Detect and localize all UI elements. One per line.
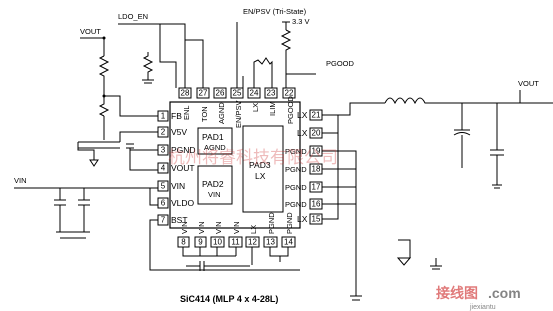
watermark-site-cn: 接线图 bbox=[436, 285, 478, 301]
pin-label-3: PGND bbox=[171, 145, 196, 155]
pin-label-8: VIN bbox=[180, 221, 189, 234]
pin-label-21: LX bbox=[297, 110, 308, 120]
pin-num-5: 5 bbox=[161, 182, 166, 191]
pin-label-15: LX bbox=[297, 214, 308, 224]
pin-label-16: PGND bbox=[285, 200, 307, 209]
pin-label-11: VIN bbox=[232, 221, 241, 234]
pin-num-13: 13 bbox=[266, 238, 275, 247]
pin-num-14: 14 bbox=[284, 238, 293, 247]
net-3v3: 3.3 V bbox=[292, 17, 310, 26]
pad1-box bbox=[197, 127, 233, 155]
pin-num-26: 26 bbox=[216, 89, 225, 98]
pin-num-3: 3 bbox=[161, 146, 166, 155]
pin-num-4: 4 bbox=[161, 164, 166, 173]
pin-label-2: V5V bbox=[171, 127, 187, 137]
pin-label-6: VLDO bbox=[171, 198, 195, 208]
pin-box-23 bbox=[264, 87, 278, 99]
pin-label-28: ENL bbox=[182, 105, 191, 120]
left-pin-group: 1 FB 2 V5V 3 PGND 4 VOUT 5 VIN 6 VLDO 7 … bbox=[157, 110, 196, 226]
pin-label-5: VIN bbox=[171, 181, 185, 191]
wiring bbox=[14, 21, 553, 301]
pin-num-9: 9 bbox=[198, 238, 203, 247]
pin-label-13: PGND bbox=[267, 212, 276, 234]
ic-body bbox=[169, 101, 301, 229]
pad3-name: PAD3 bbox=[249, 160, 271, 170]
pin-num-27: 27 bbox=[199, 89, 208, 98]
pin-label-9: VIN bbox=[197, 221, 206, 234]
top-pin-group: 28 ENL 27 TON 26 AGND 25 EN/PSV 24 LX 23… bbox=[178, 87, 296, 128]
pin-label-1: FB bbox=[171, 111, 182, 121]
pin-label-12: LX bbox=[249, 225, 258, 234]
pin-box-6 bbox=[157, 197, 169, 209]
pin-label-26: AGND bbox=[217, 102, 226, 124]
chip-caption: SiC414 (MLP 4 x 4-28L) bbox=[180, 294, 278, 304]
pin-label-4: VOUT bbox=[171, 163, 195, 173]
pin-num-15: 15 bbox=[312, 215, 321, 224]
right-pin-group: 21 LX 20 LX 19 PGND 18 PGND 17 PGND 16 P… bbox=[285, 109, 323, 225]
pin-num-20: 20 bbox=[312, 129, 321, 138]
pad1-name: PAD1 bbox=[202, 132, 224, 142]
pad3-box bbox=[242, 125, 284, 213]
pin-label-17: PGND bbox=[285, 183, 307, 192]
pad2-name: PAD2 bbox=[202, 179, 224, 189]
pin-num-16: 16 bbox=[312, 200, 321, 209]
pin-num-24: 24 bbox=[250, 89, 259, 98]
pin-box-22 bbox=[282, 87, 296, 99]
watermark-site-com: .com bbox=[488, 285, 521, 301]
pin-num-1: 1 bbox=[161, 112, 166, 121]
watermark: 杭州将睿科技有限公司 接线图 .com jiexiantu bbox=[168, 148, 521, 311]
pin-num-22: 22 bbox=[285, 89, 294, 98]
pin-label-24: LX bbox=[251, 103, 260, 112]
pin-box-4 bbox=[157, 162, 169, 174]
pin-label-23: ILIM bbox=[268, 101, 277, 116]
pad3-sub: LX bbox=[255, 171, 266, 181]
watermark-site-pinyin: jiexiantu bbox=[469, 304, 496, 311]
pin-label-22: PGOOD bbox=[286, 95, 295, 124]
pin-num-7: 7 bbox=[161, 216, 166, 225]
net-en-psv: EN/PSV (Tri-State) bbox=[243, 7, 307, 16]
pin-label-27: TON bbox=[200, 106, 209, 122]
pad2-box bbox=[197, 165, 233, 205]
pin-num-28: 28 bbox=[181, 89, 190, 98]
net-vout-right: VOUT bbox=[518, 79, 539, 88]
pin-num-23: 23 bbox=[267, 89, 276, 98]
net-vout: VOUT bbox=[80, 27, 101, 36]
pin-num-6: 6 bbox=[161, 199, 166, 208]
pin-num-12: 12 bbox=[248, 238, 257, 247]
net-pgood: PGOOD bbox=[326, 59, 355, 68]
pad2-sub: VIN bbox=[208, 190, 221, 199]
pin-num-10: 10 bbox=[213, 238, 222, 247]
pin-num-17: 17 bbox=[312, 183, 321, 192]
pin-label-25: EN/PSV bbox=[234, 100, 243, 128]
pin-label-18: PGND bbox=[285, 165, 307, 174]
pin-num-18: 18 bbox=[312, 165, 321, 174]
net-vin: VIN bbox=[14, 176, 27, 185]
pin-num-8: 8 bbox=[181, 238, 186, 247]
pin-label-20: LX bbox=[297, 128, 308, 138]
pad1-sub: AGND bbox=[204, 143, 226, 152]
net-ldo-en: LDO_EN bbox=[118, 12, 148, 21]
pin-box-5 bbox=[157, 180, 169, 192]
pin-num-19: 19 bbox=[312, 147, 321, 156]
pin-num-2: 2 bbox=[161, 128, 166, 137]
pin-num-11: 11 bbox=[231, 238, 240, 247]
watermark-company: 杭州将睿科技有限公司 bbox=[168, 148, 338, 167]
pin-label-14: PGND bbox=[285, 212, 294, 234]
pin-num-21: 21 bbox=[312, 111, 321, 120]
pin-label-19: PGND bbox=[285, 147, 307, 156]
pin-box-26 bbox=[213, 87, 227, 99]
pin-num-25: 25 bbox=[233, 89, 242, 98]
pin-label-7: BST bbox=[171, 215, 188, 225]
bottom-pin-group: 8 VIN 9 VIN 10 VIN 11 VIN 12 LX 13 PGND … bbox=[177, 212, 296, 248]
pin-label-10: VIN bbox=[214, 221, 223, 234]
